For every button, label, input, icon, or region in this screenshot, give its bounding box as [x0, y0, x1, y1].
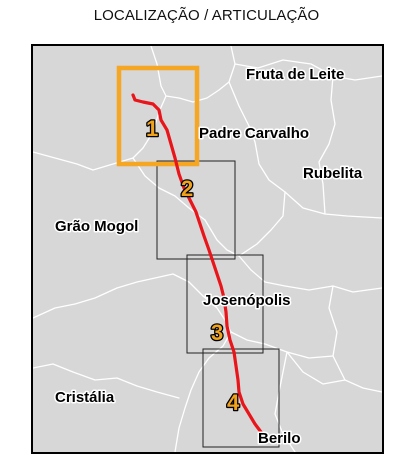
border-line [234, 59, 382, 81]
border-line [238, 191, 286, 257]
border-line [150, 46, 194, 103]
border-line [238, 255, 382, 293]
border-line [284, 191, 382, 219]
city-label-berilo: Berilo [258, 430, 301, 447]
sheet-4-frame [202, 348, 280, 448]
border-line [228, 81, 286, 193]
location-map: 1 2 3 4 Fruta de Leite Padre Carvalho Ru… [33, 46, 382, 452]
border-line [274, 351, 296, 452]
border-line [286, 351, 346, 385]
city-label-fruta-de-leite: Fruta de Leite [246, 66, 344, 83]
city-label-padre-carvalho: Padre Carvalho [199, 125, 309, 142]
border-line [328, 285, 382, 393]
border-line [192, 46, 236, 103]
city-label-cristalia: Cristália [55, 389, 115, 406]
border-line [33, 363, 180, 399]
city-label-rubelita: Rubelita [303, 165, 363, 182]
sheet-1-highlight[interactable] [116, 65, 200, 167]
border-line [204, 219, 240, 257]
border-line [318, 75, 336, 215]
map-title: LOCALIZAÇÃO / ARTICULAÇÃO [93, 7, 320, 24]
border-line [33, 273, 204, 319]
border-line [230, 331, 334, 359]
sheet-3-frame [186, 254, 264, 354]
map-frame: 1 2 3 4 Fruta de Leite Padre Carvalho Ru… [31, 44, 384, 454]
route-line [131, 93, 263, 434]
sheet-number-4[interactable]: 4 [226, 389, 242, 417]
municipal-borders [33, 46, 382, 452]
city-label-josenopolis: Josenópolis [203, 292, 291, 309]
border-line [174, 331, 232, 452]
sheet-number-3[interactable]: 3 [210, 319, 225, 347]
sheet-number-2[interactable]: 2 [180, 175, 195, 203]
border-line [132, 157, 206, 221]
border-line [132, 95, 167, 159]
city-label-grao-mogol: Grão Mogol [55, 218, 138, 235]
sheet-number-1[interactable]: 1 [145, 115, 160, 143]
sheet-grid [156, 160, 280, 448]
border-line [33, 151, 134, 171]
